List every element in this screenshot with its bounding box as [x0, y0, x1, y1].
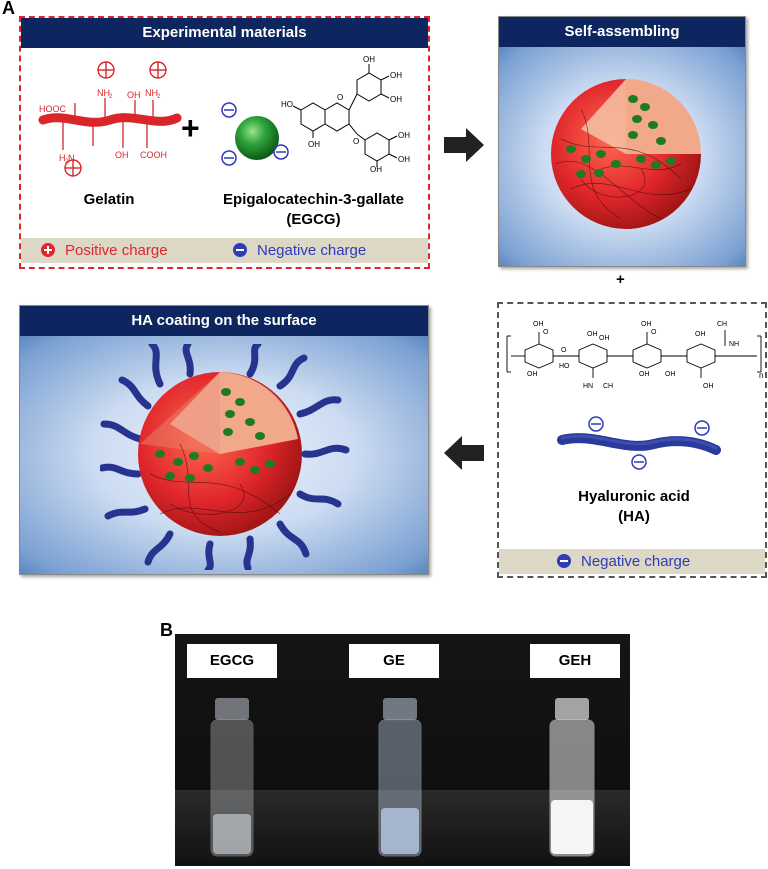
egcg-bead	[221, 102, 289, 166]
svg-text:NH: NH	[145, 88, 158, 98]
svg-text:OH: OH	[127, 90, 141, 100]
svg-text:CH: CH	[603, 383, 613, 390]
self-assembling-box: Self-assembling	[498, 16, 746, 267]
svg-text:O: O	[651, 329, 657, 336]
svg-text:HN: HN	[583, 383, 593, 390]
ha-subscript-n: n	[759, 371, 763, 380]
svg-text:OH: OH	[665, 371, 676, 378]
svg-text:OH: OH	[527, 371, 538, 378]
svg-text:OH: OH	[398, 155, 410, 164]
svg-text:COOH: COOH	[140, 150, 167, 160]
arrow-left-icon	[444, 436, 484, 470]
svg-text:NH: NH	[97, 88, 110, 98]
vial-label-ge: GE	[349, 644, 439, 678]
svg-text:2: 2	[157, 94, 161, 100]
svg-text:OH: OH	[641, 321, 652, 328]
self-assembling-title: Self-assembling	[499, 17, 745, 47]
ha-label-line2: (HA)	[618, 508, 650, 525]
svg-text:HO: HO	[559, 363, 570, 370]
ha-negative-icon	[557, 554, 571, 568]
svg-text:NH: NH	[729, 341, 739, 348]
materials-legend: Positive charge Negative charge	[21, 238, 428, 263]
nanoparticle-icon	[551, 79, 701, 229]
ha-coating-title: HA coating on the surface	[20, 306, 428, 336]
vial-label-geh: GEH	[530, 644, 620, 678]
plus-between: +	[616, 271, 625, 288]
svg-text:OH: OH	[390, 71, 402, 80]
svg-text:OH: OH	[308, 140, 320, 149]
svg-text:OH: OH	[115, 150, 129, 160]
svg-text:OH: OH	[370, 165, 382, 172]
svg-text:OH: OH	[639, 371, 650, 378]
positive-charge-label: Positive charge	[65, 242, 168, 259]
svg-text:CH: CH	[717, 321, 727, 328]
svg-text:OH: OH	[587, 331, 598, 338]
positive-charge-icon	[41, 243, 55, 257]
ha-legend: Negative charge	[499, 549, 765, 574]
arrow-right-icon	[444, 128, 484, 162]
egcg-structure: OH OH OH HO OH O O OH OH OH	[281, 55, 410, 172]
svg-text:2: 2	[109, 94, 113, 100]
negative-charge-label: Negative charge	[257, 242, 367, 259]
svg-text:O: O	[353, 137, 359, 146]
svg-text:OH: OH	[703, 383, 714, 390]
svg-text:O: O	[337, 93, 343, 102]
coated-nanoparticle-icon	[100, 344, 350, 570]
svg-text:OH: OH	[533, 321, 544, 328]
vial-ge	[378, 698, 422, 857]
svg-text:HO: HO	[281, 100, 293, 109]
svg-text:OH: OH	[390, 95, 402, 104]
svg-text:N: N	[68, 153, 75, 163]
svg-text:OH: OH	[599, 335, 610, 342]
svg-text:O: O	[561, 347, 567, 354]
gelatin-label: Gelatin	[83, 191, 135, 208]
panel-a-letter: A	[2, 0, 15, 18]
vial-label-egcg: EGCG	[187, 644, 277, 678]
ha-strand	[557, 416, 721, 470]
panel-b-letter: B	[160, 620, 173, 640]
svg-text:OH: OH	[363, 55, 375, 64]
svg-text:OH: OH	[398, 131, 410, 140]
ha-coating-box: HA coating on the surface	[19, 305, 429, 575]
gelatin-group-hooc: HOOC	[39, 104, 67, 114]
plus-sign: +	[181, 110, 200, 146]
materials-title: Experimental materials	[21, 18, 428, 48]
svg-text:O: O	[543, 329, 549, 336]
ha-label-line1: Hyaluronic acid	[578, 488, 690, 505]
vial-egcg	[210, 698, 254, 857]
ha-negative-label: Negative charge	[581, 553, 691, 570]
svg-text:OH: OH	[695, 331, 706, 338]
egcg-label-line1: Epigalocatechin-3-gallate	[223, 191, 404, 208]
svg-text:H: H	[59, 153, 66, 163]
egcg-label-line2: (EGCG)	[286, 211, 341, 228]
negative-charge-icon	[233, 243, 247, 257]
vials-photo: EGCG GE GEH	[175, 634, 630, 866]
vial-geh	[549, 698, 595, 857]
